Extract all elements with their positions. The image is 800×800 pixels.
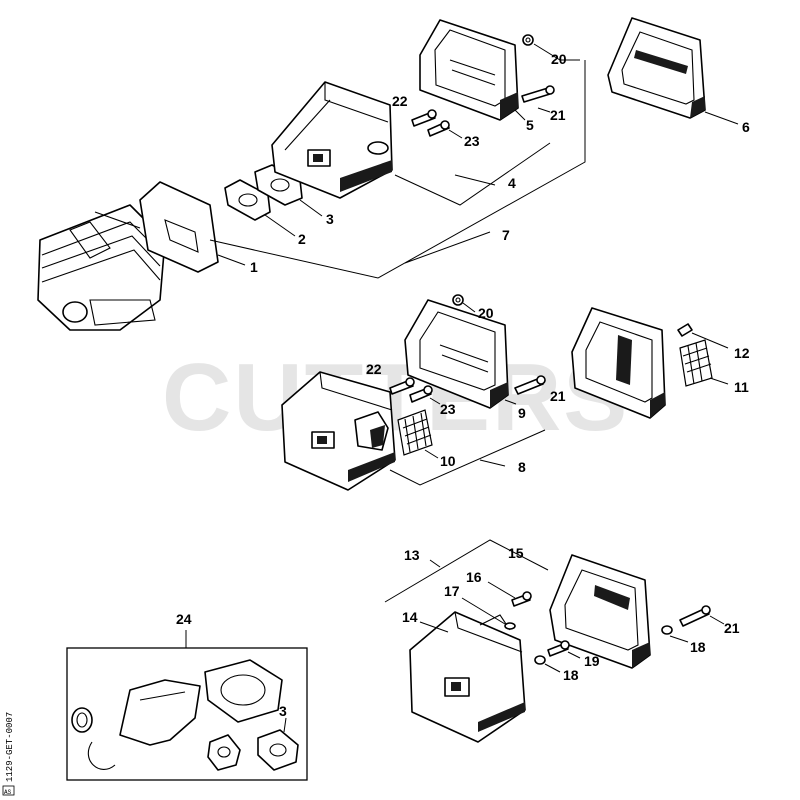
callout-15: 15 bbox=[508, 545, 524, 561]
callout-18-right: 18 bbox=[690, 639, 706, 655]
callout-4: 4 bbox=[508, 175, 516, 191]
leader-1 bbox=[217, 254, 246, 266]
screw-part-21-top bbox=[521, 85, 555, 103]
screw-part-20-top bbox=[522, 34, 534, 46]
screw-part-21-bottom bbox=[679, 605, 711, 627]
washer-part-18-right bbox=[661, 625, 673, 635]
callout-12: 12 bbox=[734, 345, 750, 361]
leader-18-left bbox=[544, 663, 561, 673]
cylinder-part bbox=[37, 204, 166, 331]
cover-part-11 bbox=[571, 307, 666, 419]
leader-4-bracket bbox=[394, 142, 551, 206]
gasket-kit-contents bbox=[71, 659, 299, 771]
callout-2: 2 bbox=[298, 231, 306, 247]
leader-23-top bbox=[448, 129, 463, 139]
washer-part-18-left bbox=[534, 655, 546, 665]
muffler-cover-part-9 bbox=[404, 299, 509, 409]
callout-11: 11 bbox=[734, 379, 749, 395]
callout-7: 7 bbox=[502, 227, 510, 243]
callout-20-top: 20 bbox=[551, 51, 567, 67]
callout-24: 24 bbox=[176, 611, 192, 627]
document-reference-box-text: AS bbox=[4, 789, 12, 796]
gasket-plate-part-1 bbox=[139, 181, 219, 273]
leader-17 bbox=[461, 597, 506, 625]
callout-20-middle: 20 bbox=[478, 305, 494, 321]
callout-19: 19 bbox=[584, 653, 600, 669]
callout-10: 10 bbox=[440, 453, 456, 469]
callout-5: 5 bbox=[526, 117, 534, 133]
spark-screen-part-10 bbox=[397, 409, 433, 456]
leader-7-bracket bbox=[209, 60, 586, 279]
leader-23-middle bbox=[429, 397, 441, 405]
leader-6 bbox=[704, 111, 739, 125]
callout-16: 16 bbox=[466, 569, 482, 585]
callout-13: 13 bbox=[404, 547, 420, 563]
callout-14: 14 bbox=[402, 609, 418, 625]
screw-part-20-middle bbox=[452, 294, 464, 306]
callout-17: 17 bbox=[444, 583, 460, 599]
screw-part-21-middle bbox=[514, 375, 546, 395]
leader-8-bracket bbox=[389, 429, 546, 486]
leader-10 bbox=[424, 449, 439, 459]
leader-14 bbox=[419, 621, 449, 633]
screw-part-23-top bbox=[427, 120, 450, 137]
leader-12 bbox=[691, 332, 729, 349]
leader-19 bbox=[567, 651, 581, 659]
screw-part-22-middle bbox=[389, 377, 415, 395]
muffler-body-part-4 bbox=[271, 81, 393, 199]
muffler-cover-part-5 bbox=[419, 19, 519, 121]
leader-18-right bbox=[669, 635, 689, 643]
callout-22-middle: 22 bbox=[366, 361, 382, 377]
spark-screen-part-11 bbox=[679, 339, 713, 387]
callout-8: 8 bbox=[518, 459, 526, 475]
callout-9: 9 bbox=[518, 405, 526, 421]
cover-part-6 bbox=[607, 17, 706, 119]
document-reference-box bbox=[2, 785, 15, 796]
gasket-part-2 bbox=[224, 179, 271, 221]
leader-16 bbox=[487, 581, 516, 599]
callout-23-middle: 23 bbox=[440, 401, 456, 417]
leader-11 bbox=[709, 377, 729, 385]
callout-3: 3 bbox=[326, 211, 334, 227]
screw-part-16 bbox=[511, 591, 532, 607]
callout-18-left: 18 bbox=[563, 667, 579, 683]
callout-3-kit: 3 bbox=[279, 703, 287, 719]
leader-3 bbox=[299, 199, 323, 217]
leader-21-top bbox=[537, 107, 551, 113]
cover-part-15 bbox=[549, 554, 651, 669]
leader-21-bottom bbox=[709, 615, 725, 625]
gasket-kit-box bbox=[66, 647, 308, 781]
leader-5 bbox=[514, 109, 526, 121]
callout-21-middle: 21 bbox=[550, 388, 566, 404]
leader-20-top bbox=[533, 43, 580, 61]
screw-part-19 bbox=[547, 640, 570, 657]
leader-13-bracket bbox=[384, 539, 549, 603]
callout-22-top: 22 bbox=[392, 93, 408, 109]
callout-21-top: 21 bbox=[550, 107, 566, 123]
document-reference: 1129-GET-0007 bbox=[5, 712, 15, 782]
callout-21-bottom: 21 bbox=[724, 620, 740, 636]
screw-part-12 bbox=[677, 323, 693, 337]
watermark-text: CUTTERS bbox=[162, 344, 629, 451]
callout-23-top: 23 bbox=[464, 133, 480, 149]
screw-part-23-middle bbox=[409, 385, 433, 403]
washer-part-17 bbox=[504, 622, 516, 630]
muffler-body-middle bbox=[281, 371, 396, 491]
muffler-body-part-14 bbox=[409, 611, 526, 743]
leader-3-kit bbox=[283, 717, 287, 733]
screw-part-22-top bbox=[411, 109, 437, 127]
leader-20-middle bbox=[462, 302, 476, 313]
leader-9 bbox=[504, 399, 517, 405]
callout-1: 1 bbox=[250, 259, 258, 275]
callout-6: 6 bbox=[742, 119, 750, 135]
leader-2 bbox=[264, 214, 296, 237]
